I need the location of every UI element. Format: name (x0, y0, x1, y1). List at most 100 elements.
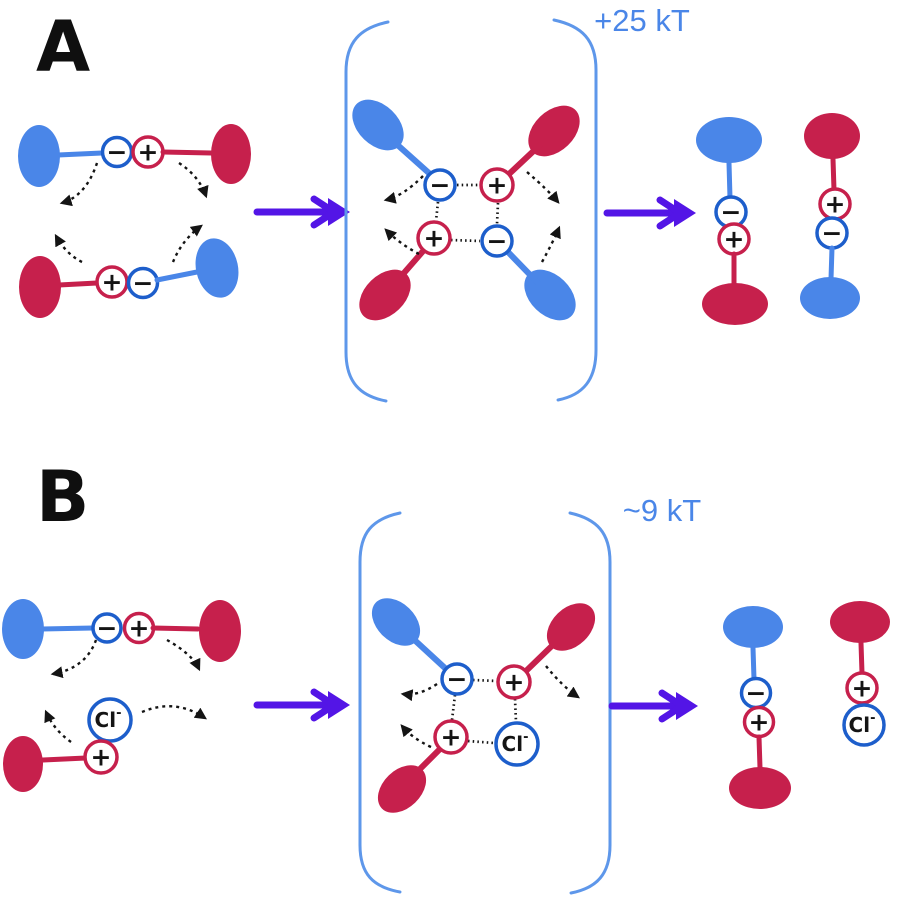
chloride-superscript: - (523, 730, 528, 745)
red-stick (523, 637, 561, 674)
blue-stick (726, 160, 733, 201)
blue-stick (828, 245, 835, 282)
minus-charge-circle (91, 612, 123, 644)
blue-lobe (18, 125, 60, 187)
red-stick (756, 734, 763, 771)
electrostatic-contact (472, 678, 498, 683)
chloride-superscript: - (116, 706, 121, 721)
rotation-arrow (384, 228, 420, 256)
plus-charge-label: + (852, 674, 873, 703)
bracket-right (568, 511, 612, 895)
rotation-arrow (171, 224, 203, 263)
rotation-arrow (166, 638, 201, 672)
chloride-text: Cl (502, 732, 524, 756)
red-stick (394, 247, 427, 284)
red-lobe (702, 283, 768, 325)
plus-charge-label: + (138, 138, 159, 167)
electrostatic-contact (495, 202, 500, 225)
bracket-left (358, 511, 402, 894)
rotation-arrow (141, 705, 207, 720)
red-lobe (729, 767, 791, 809)
reaction-arrow (608, 689, 698, 723)
rotation-arrow (54, 233, 83, 264)
minus-charge-label: − (447, 665, 468, 694)
red-stick (830, 156, 837, 193)
minus-charge-label: − (107, 138, 128, 167)
minus-charge-label: − (97, 614, 118, 643)
plus-charge-label: + (724, 225, 745, 254)
minus-charge-label: − (746, 679, 767, 708)
panel-a-reactants: − + + − (18, 124, 251, 318)
red-lobe (19, 256, 61, 318)
panel-b-label: B (36, 456, 89, 538)
plus-charge-label: + (129, 614, 150, 643)
blue-stick (39, 625, 96, 632)
red-stick (411, 746, 443, 778)
plus-charge-label: + (825, 190, 846, 219)
rotation-arrow (178, 161, 209, 199)
panel-a-label: A (36, 6, 90, 88)
minus-charge-circle (440, 662, 474, 696)
blue-lobe (195, 238, 239, 298)
chloride-ion-label: Cl- (849, 711, 876, 738)
blue-stick (750, 645, 757, 682)
reaction-arrow (603, 196, 696, 230)
panel-a-products: − + + − (696, 113, 860, 325)
arrow-tip (328, 691, 350, 719)
red-stick (150, 625, 201, 632)
minus-charge-label: − (487, 227, 508, 256)
red-lobe (804, 113, 860, 159)
electrostatic-contact (434, 201, 440, 222)
plus-charge-circle (416, 220, 452, 256)
panel-a-transition-state: − + + − (344, 18, 598, 403)
chloride-text: Cl (849, 713, 871, 737)
red-stick (160, 149, 214, 156)
chloride-ion-label: Cl- (502, 730, 529, 757)
plus-charge-circle (845, 671, 879, 705)
blue-stick (405, 631, 449, 672)
blue-stick (505, 249, 541, 286)
plus-charge-label: + (102, 268, 123, 297)
rotation-arrow (59, 162, 99, 207)
plus-charge-circle (433, 719, 469, 755)
red-lobe (199, 600, 241, 662)
blue-stick (389, 137, 433, 177)
panel-b-products: − + + Cl- (723, 601, 890, 809)
chloride-superscript: - (870, 711, 875, 726)
red-stick (506, 141, 544, 177)
minus-charge-circle (480, 224, 514, 258)
chloride-ion-label: Cl- (95, 706, 122, 733)
panel-b-reactants: − + Cl- + (2, 599, 241, 792)
panel-a: A − + + − (18, 3, 860, 403)
chloride-ion-circle (494, 721, 540, 767)
reaction-arrow (253, 195, 350, 229)
arrow-tip (674, 199, 696, 227)
red-lobe (830, 601, 890, 643)
electrostatic-contact (467, 739, 495, 745)
blue-lobe (2, 599, 44, 659)
plus-charge-label: + (487, 171, 508, 200)
red-stick (858, 640, 865, 676)
panel-b: B − + Cl- + (2, 456, 890, 895)
red-stick (40, 755, 89, 763)
blue-lobe (696, 117, 762, 163)
blue-lobe (800, 277, 860, 319)
chloride-text: Cl (95, 708, 117, 732)
electrostatic-contact (450, 694, 457, 721)
rotation-arrow (526, 171, 560, 204)
blue-lobe (723, 606, 783, 648)
bracket-right (552, 18, 598, 402)
red-lobe (3, 736, 43, 792)
rotation-arrow (44, 709, 72, 743)
blue-stick (154, 269, 200, 283)
plus-charge-label: + (91, 743, 112, 772)
minus-charge-label: − (133, 269, 154, 298)
rotation-arrow (383, 175, 424, 204)
plus-charge-circle (83, 739, 119, 775)
panel-b-transition-state: − + + Cl- (358, 511, 612, 895)
rotation-arrow (545, 665, 580, 699)
plus-charge-label: + (424, 224, 445, 253)
rotation-arrow (50, 639, 98, 679)
plus-charge-circle (496, 664, 532, 700)
